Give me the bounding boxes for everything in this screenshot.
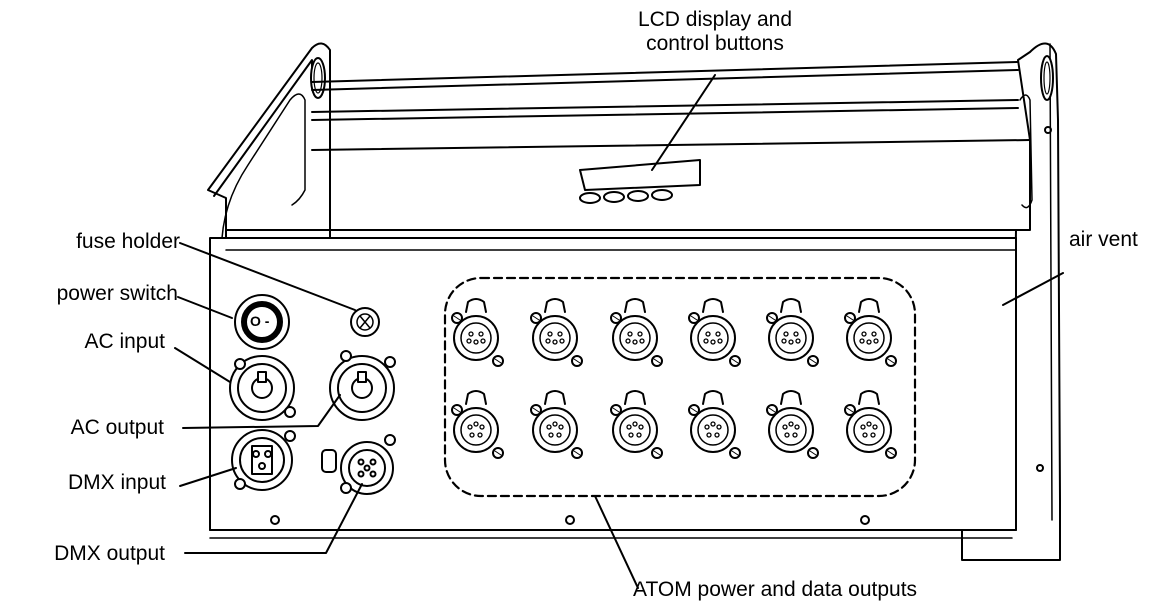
air-vent-label: air vent — [1069, 228, 1138, 251]
leader-dmx-output — [184, 483, 363, 554]
fuse-holder — [350, 307, 380, 337]
power-switch-label: power switch — [56, 282, 178, 305]
atom-outputs-label: ATOM power and data outputs — [633, 578, 918, 601]
atom-xlr-connector — [610, 390, 663, 459]
ac-output-connector — [329, 350, 396, 421]
lcd-display-label: LCD display and control buttons — [600, 8, 830, 56]
power-switch-mark: O - — [250, 313, 270, 329]
lcd-display — [579, 159, 701, 204]
atom-xlr-connector — [530, 298, 583, 367]
leader-ac-output — [182, 394, 341, 429]
atom-connectors — [451, 298, 897, 459]
leader-lines — [174, 74, 1064, 589]
fuse-holder-label: fuse holder — [76, 230, 180, 253]
atom-xlr-connector — [844, 298, 897, 367]
lcd-display-label-line2: control buttons — [646, 32, 784, 55]
leader-dmx-input — [179, 467, 237, 487]
ac-output-label: AC output — [70, 416, 164, 439]
top-rails — [225, 61, 1031, 231]
power-switch — [234, 294, 290, 350]
dmx-input-connector — [231, 429, 296, 491]
atom-xlr-connector — [610, 298, 663, 367]
atom-xlr-connector — [844, 390, 897, 459]
leader-power-switch — [177, 296, 233, 319]
leader-lcd — [651, 74, 716, 171]
lcd-display-label-line1: LCD display and — [637, 8, 793, 31]
leader-fuse-holder — [179, 242, 356, 311]
atom-xlr-connector — [530, 390, 583, 459]
atom-outputs-group — [443, 276, 917, 498]
leader-air-vent — [1002, 272, 1064, 306]
dmx-output-label: DMX output — [54, 542, 165, 565]
atom-xlr-connector — [688, 390, 741, 459]
ac-input-label: AC input — [84, 330, 165, 353]
atom-xlr-connector — [766, 298, 819, 367]
atom-xlr-connector — [688, 298, 741, 367]
leader-ac-input — [174, 347, 231, 383]
atom-xlr-connector — [766, 390, 819, 459]
dmx-input-label: DMX input — [67, 471, 166, 494]
leader-atom — [594, 495, 639, 589]
atom-xlr-connector — [451, 298, 504, 367]
dmx-output-connector — [321, 434, 396, 495]
atom-xlr-connector — [451, 390, 504, 459]
ac-input-connector — [229, 355, 296, 421]
